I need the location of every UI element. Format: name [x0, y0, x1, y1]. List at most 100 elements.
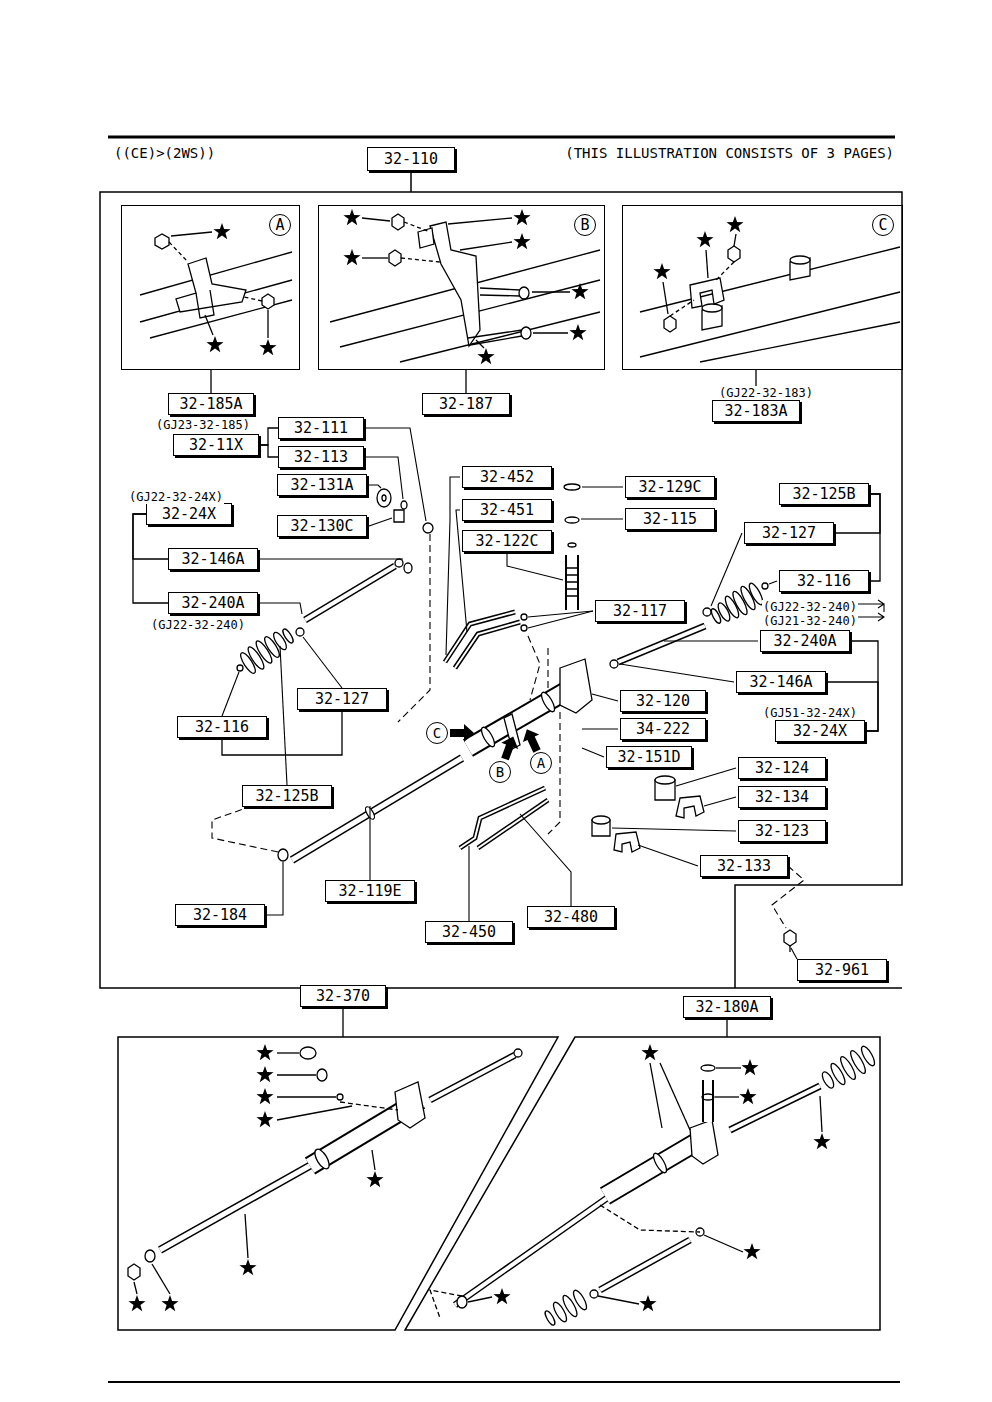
label-holder: ((CE)>(2WS))	[113, 145, 216, 161]
dashed-guide-lines	[548, 712, 560, 834]
part-number: 32-151D	[617, 750, 680, 765]
part-number-box: 32-134	[738, 786, 826, 808]
detail-letter: A	[269, 214, 291, 236]
assembly-panel-right	[590, 1290, 598, 1298]
page-rule	[108, 136, 895, 139]
leader-lines	[369, 518, 392, 526]
assembly-panel-left	[239, 1259, 256, 1275]
steering-gear-drawing	[610, 660, 618, 668]
steering-gear-drawing	[445, 612, 515, 662]
steering-gear-drawing	[377, 489, 391, 507]
part-number: 32-480	[544, 910, 598, 925]
part-number-box: 32-240A	[168, 592, 258, 614]
assembly-panel-right	[543, 1310, 556, 1327]
detail-a-sketch	[262, 294, 274, 309]
assembly-panel-left	[300, 1047, 316, 1059]
part-number-box: 32-24X	[775, 720, 865, 742]
bracket-line	[259, 445, 278, 457]
detail-letter: C	[872, 214, 894, 236]
leader-lines	[612, 828, 736, 831]
steering-gear-drawing	[614, 832, 640, 852]
part-code-note: (GJ23-32-185)	[155, 418, 251, 432]
detail-b-sketch	[513, 209, 530, 225]
leader-lines	[265, 862, 283, 915]
assembly-panel-right	[405, 1018, 880, 1330]
label-holder: (GJ21-32-240)	[762, 612, 858, 628]
part-number: 32-184	[193, 908, 247, 923]
detail-b-sketch	[480, 288, 520, 296]
assembly-panel-right	[455, 1196, 610, 1305]
part-number-box: 32-187	[422, 393, 510, 415]
detail-a-sketch	[140, 223, 292, 355]
leader-lines	[456, 510, 467, 632]
assembly-panel-right	[455, 1196, 610, 1305]
group-frame	[410, 171, 412, 192]
leader-lines	[258, 558, 403, 559]
part-number-box: 32-146A	[736, 671, 826, 693]
detail-b-sketch	[521, 327, 531, 339]
steering-gear-drawing	[703, 608, 711, 616]
detail-b-sketch	[448, 218, 512, 224]
part-number-box: 32-120	[620, 690, 706, 712]
part-number: 32-120	[636, 694, 690, 709]
part-number-box: 32-480	[527, 906, 615, 928]
assembly-panel-left	[372, 1150, 375, 1170]
part-number: 32-185A	[179, 397, 242, 412]
steering-gear-drawing	[618, 626, 705, 662]
assembly-panel-right	[600, 1240, 690, 1290]
callout-circle: B	[489, 761, 511, 783]
part-number-box: 32-117	[595, 600, 685, 622]
steering-gear-drawing	[478, 800, 548, 848]
assembly-panel-right	[739, 1088, 756, 1104]
label-holder: (GJ22-32-24X)	[128, 488, 224, 504]
assembly-panel-left	[342, 1007, 343, 1037]
dashed-guide-lines	[212, 534, 804, 928]
detail-b-sketch	[476, 340, 484, 348]
assembly-panel-right	[605, 1140, 700, 1196]
detail-b-sketch	[389, 250, 401, 266]
steering-gear-drawing	[618, 626, 705, 662]
steering-gear-drawing	[521, 614, 527, 620]
part-number-box: 32-119E	[325, 880, 415, 902]
steering-gear-drawing	[789, 946, 790, 952]
part-number: 32-116	[797, 574, 851, 589]
leader-lines	[520, 814, 571, 906]
detail-letter: C	[433, 726, 441, 740]
assembly-panel-left	[277, 1096, 336, 1097]
leader-lines	[638, 845, 698, 866]
detail-b-sketch	[330, 209, 600, 364]
assembly-panel-right	[405, 1037, 880, 1330]
header-note: (THIS ILLUSTRATION CONSISTS OF 3 PAGES)	[564, 145, 895, 161]
detail-b-sketch	[533, 332, 568, 333]
leader-lines	[620, 664, 734, 682]
part-number-box: 32-11X	[173, 434, 259, 456]
part-code-note: (GJ22-32-240)	[150, 618, 246, 632]
part-number: 32-24X	[162, 507, 216, 522]
steering-gear-drawing	[455, 622, 520, 668]
assembly-panel-right	[650, 1063, 662, 1128]
assembly-panel-right	[571, 1288, 589, 1311]
detail-b-sketch	[519, 287, 529, 299]
part-number-box: 32-961	[797, 959, 887, 981]
detail-a-sketch	[259, 339, 276, 355]
part-number: 32-119E	[338, 884, 401, 899]
assembly-panel-right	[641, 1044, 658, 1060]
bracket-line	[465, 370, 466, 393]
leader-lines	[303, 637, 342, 688]
leader-lines	[528, 611, 593, 628]
part-number: 32-450	[442, 925, 496, 940]
assembly-panel-left	[152, 1264, 170, 1294]
part-number: 32-111	[294, 421, 348, 436]
bracket-line	[210, 370, 211, 393]
assembly-panel-right	[704, 1080, 712, 1122]
leader-lines	[369, 485, 381, 488]
leader-lines	[592, 694, 618, 701]
part-number-box: 32-116	[779, 570, 869, 592]
dashed-guide-lines	[547, 648, 548, 690]
part-number: 32-146A	[749, 675, 812, 690]
part-number: 32-183A	[724, 404, 787, 419]
assembly-panel-right	[813, 1133, 830, 1149]
assembly-panel-left	[145, 1250, 155, 1262]
